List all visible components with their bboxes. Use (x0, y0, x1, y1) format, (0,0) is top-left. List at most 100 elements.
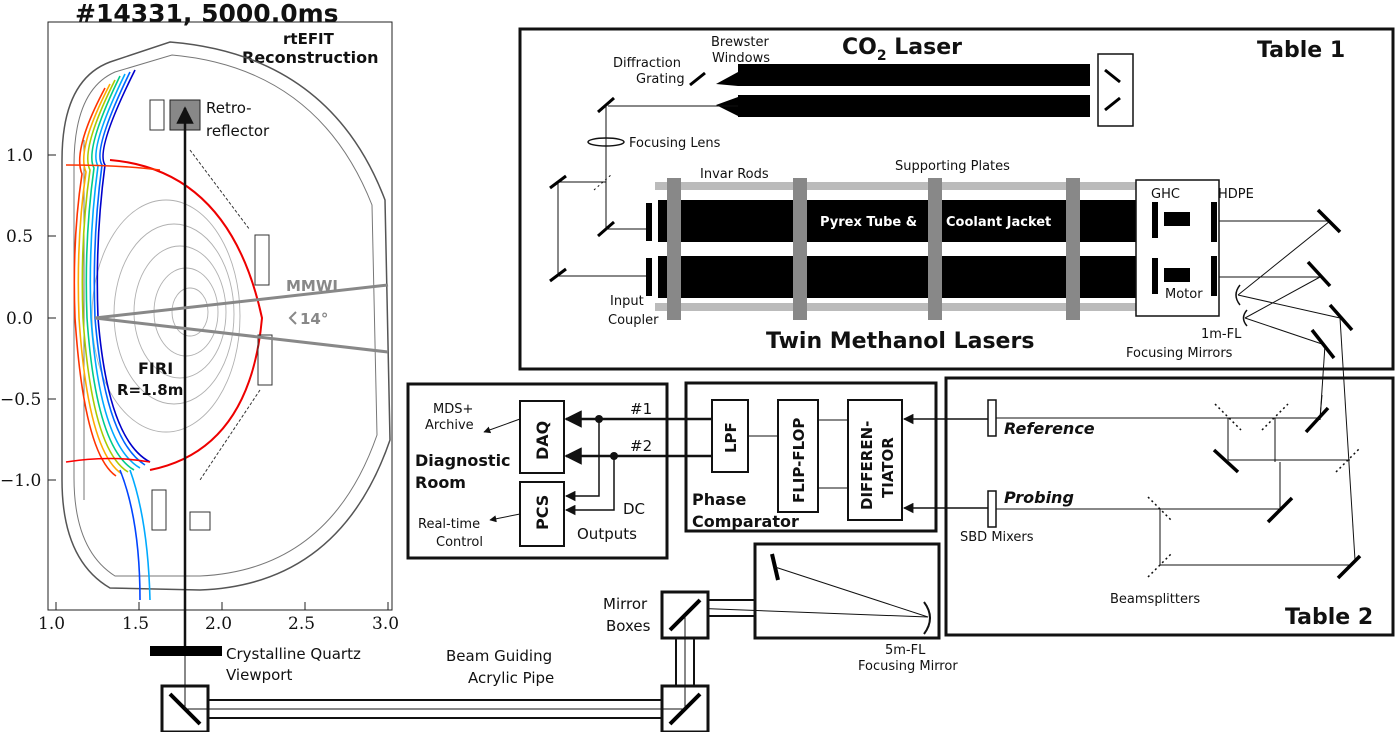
output-beam-paths (1219, 220, 1356, 561)
vessel-wall-outer (61, 41, 391, 591)
x-tick-label: 2.5 (288, 614, 315, 634)
table-1-title: Table 1 (1257, 38, 1345, 63)
coolant-label: Coolant Jacket (946, 215, 1051, 230)
brewster-label-2: Windows (712, 51, 770, 66)
input-coupler-label-1: Input (610, 294, 644, 309)
differentiator-label-1: DIFFEREN- (858, 421, 876, 510)
hdpe-window (1211, 202, 1217, 242)
archive-arrow (483, 418, 521, 434)
input-coupler-label-2: Coupler (608, 313, 659, 328)
dc-label-2: Outputs (577, 525, 637, 543)
co2-tube-lower (738, 95, 1090, 117)
ghc-element (1164, 212, 1190, 226)
diffraction-label-1: Diffraction (613, 56, 681, 71)
focusing-mirror-1m (1242, 309, 1248, 327)
phase-title-1: Phase (692, 490, 746, 509)
pcs-feed (564, 456, 615, 516)
co2-end-mirror (1104, 68, 1121, 84)
fold-mirror (1212, 448, 1240, 474)
turning-mirror (549, 174, 567, 190)
retroreflector-label-2: reflector (206, 122, 270, 140)
beamsplitter (1261, 403, 1289, 431)
motor-label: Motor (1165, 287, 1203, 302)
supporting-plate (1066, 178, 1080, 320)
diffraction-grating (689, 71, 706, 87)
vessel-wall-inner (73, 54, 378, 577)
fold-mirror (1336, 554, 1362, 580)
probing-label: Probing (1004, 488, 1074, 507)
channel-2-label: #2 (630, 437, 652, 455)
fl1m-label: 1m-FL (1201, 327, 1242, 342)
mds-label-2: Archive (425, 418, 474, 433)
dc-label-1: DC (623, 500, 645, 518)
differentiator-block (847, 399, 903, 521)
acrylic-pipe (208, 599, 755, 719)
mmwi-label: MMWI (286, 277, 338, 295)
control-arrow (489, 513, 521, 523)
lpf-label: LPF (722, 422, 740, 453)
co2-end-mirror (1104, 96, 1121, 112)
quartz-viewport (150, 646, 222, 656)
x-tick-label: 1.5 (122, 614, 149, 634)
hdpe-label: HDPE (1218, 187, 1254, 202)
input-coupler-mirror (646, 258, 652, 296)
pcs-block (519, 481, 565, 547)
differentiator-label-2: TIATOR (879, 437, 897, 498)
table-2: Table 2 Reference Probing SBD Mixers Bea… (944, 376, 1395, 637)
diffraction-label-2: Grating (636, 72, 685, 87)
methanol-tube-lower (658, 256, 1136, 298)
table-2-beam-paths (996, 394, 1350, 566)
beamsplitter (1147, 496, 1173, 522)
table-1-frame (518, 27, 1395, 371)
co2-tube-upper (738, 64, 1090, 86)
fold-mirror (1306, 260, 1332, 288)
quartz-label-2: Viewport (226, 666, 292, 684)
first-wall-tiles (149, 99, 273, 531)
y-tick-label: −1.0 (0, 471, 41, 491)
beamsplitter-dotted (593, 173, 613, 191)
beamsplitters-label: Beamsplitters (1110, 592, 1200, 607)
phase-comparator-frame (684, 381, 938, 533)
x-tick-label: 2.0 (205, 614, 232, 634)
twin-lasers-label: Twin Methanol Lasers (766, 329, 1034, 354)
focusing-mirror-1m (1235, 284, 1241, 306)
daq-block (519, 400, 565, 474)
diagnostic-room: DAQ PCS MDS+ Archive Diagnostic Room Rea… (406, 382, 712, 560)
plot-title: #14331, 5000.0ms (75, 0, 339, 28)
reference-label: Reference (1004, 419, 1095, 438)
supporting-plate (793, 178, 807, 320)
turning-mirror (549, 267, 567, 283)
focusing-mirror-box (753, 542, 941, 640)
radius-label: R=1.8m (117, 381, 183, 399)
angle-label: 14° (300, 310, 328, 328)
y-tick-label: 0.0 (6, 309, 33, 329)
angle-arc (288, 311, 297, 325)
input-coupler-mirror (646, 203, 652, 241)
y-tick-label: 1.0 (6, 146, 33, 166)
flipflop-block (777, 399, 819, 513)
pcs-label: PCS (533, 495, 552, 530)
diagnostic-room-label-2: Room (415, 473, 466, 492)
beamsplitter (1214, 403, 1242, 431)
efit-plot: #14331, 5000.0ms rtEFIT Reconstruction 1… (0, 0, 399, 656)
sbd-mixer-reference (987, 399, 997, 437)
x-tick-label: 3.0 (372, 614, 399, 634)
mmwi-chord-lower (94, 316, 389, 354)
fold-mirror (1310, 328, 1336, 360)
y-tick-label: 0.5 (6, 227, 33, 247)
ghc-element (1164, 268, 1190, 282)
fold-mirror (1266, 496, 1294, 524)
invar-rod-lower (655, 303, 1145, 311)
x-axis-ticks: 1.0 1.5 2.0 2.5 3.0 (38, 602, 399, 634)
hdpe-window (1211, 256, 1217, 296)
mmwi-chord-upper (94, 283, 389, 320)
beamsplitter (1335, 447, 1361, 473)
co2-laser-title: CO2 Laser (842, 35, 962, 64)
phase-comparator: LPF FLIP-FLOP DIFFEREN- TIATOR Phase Com… (684, 381, 988, 533)
flipflop-label: FLIP-FLOP (790, 418, 808, 503)
fold-mirror (1316, 208, 1342, 234)
focusing-lens-label: Focusing Lens (629, 136, 721, 151)
beamsplitter (1147, 552, 1173, 578)
realtime-label-2: Control (436, 535, 483, 550)
